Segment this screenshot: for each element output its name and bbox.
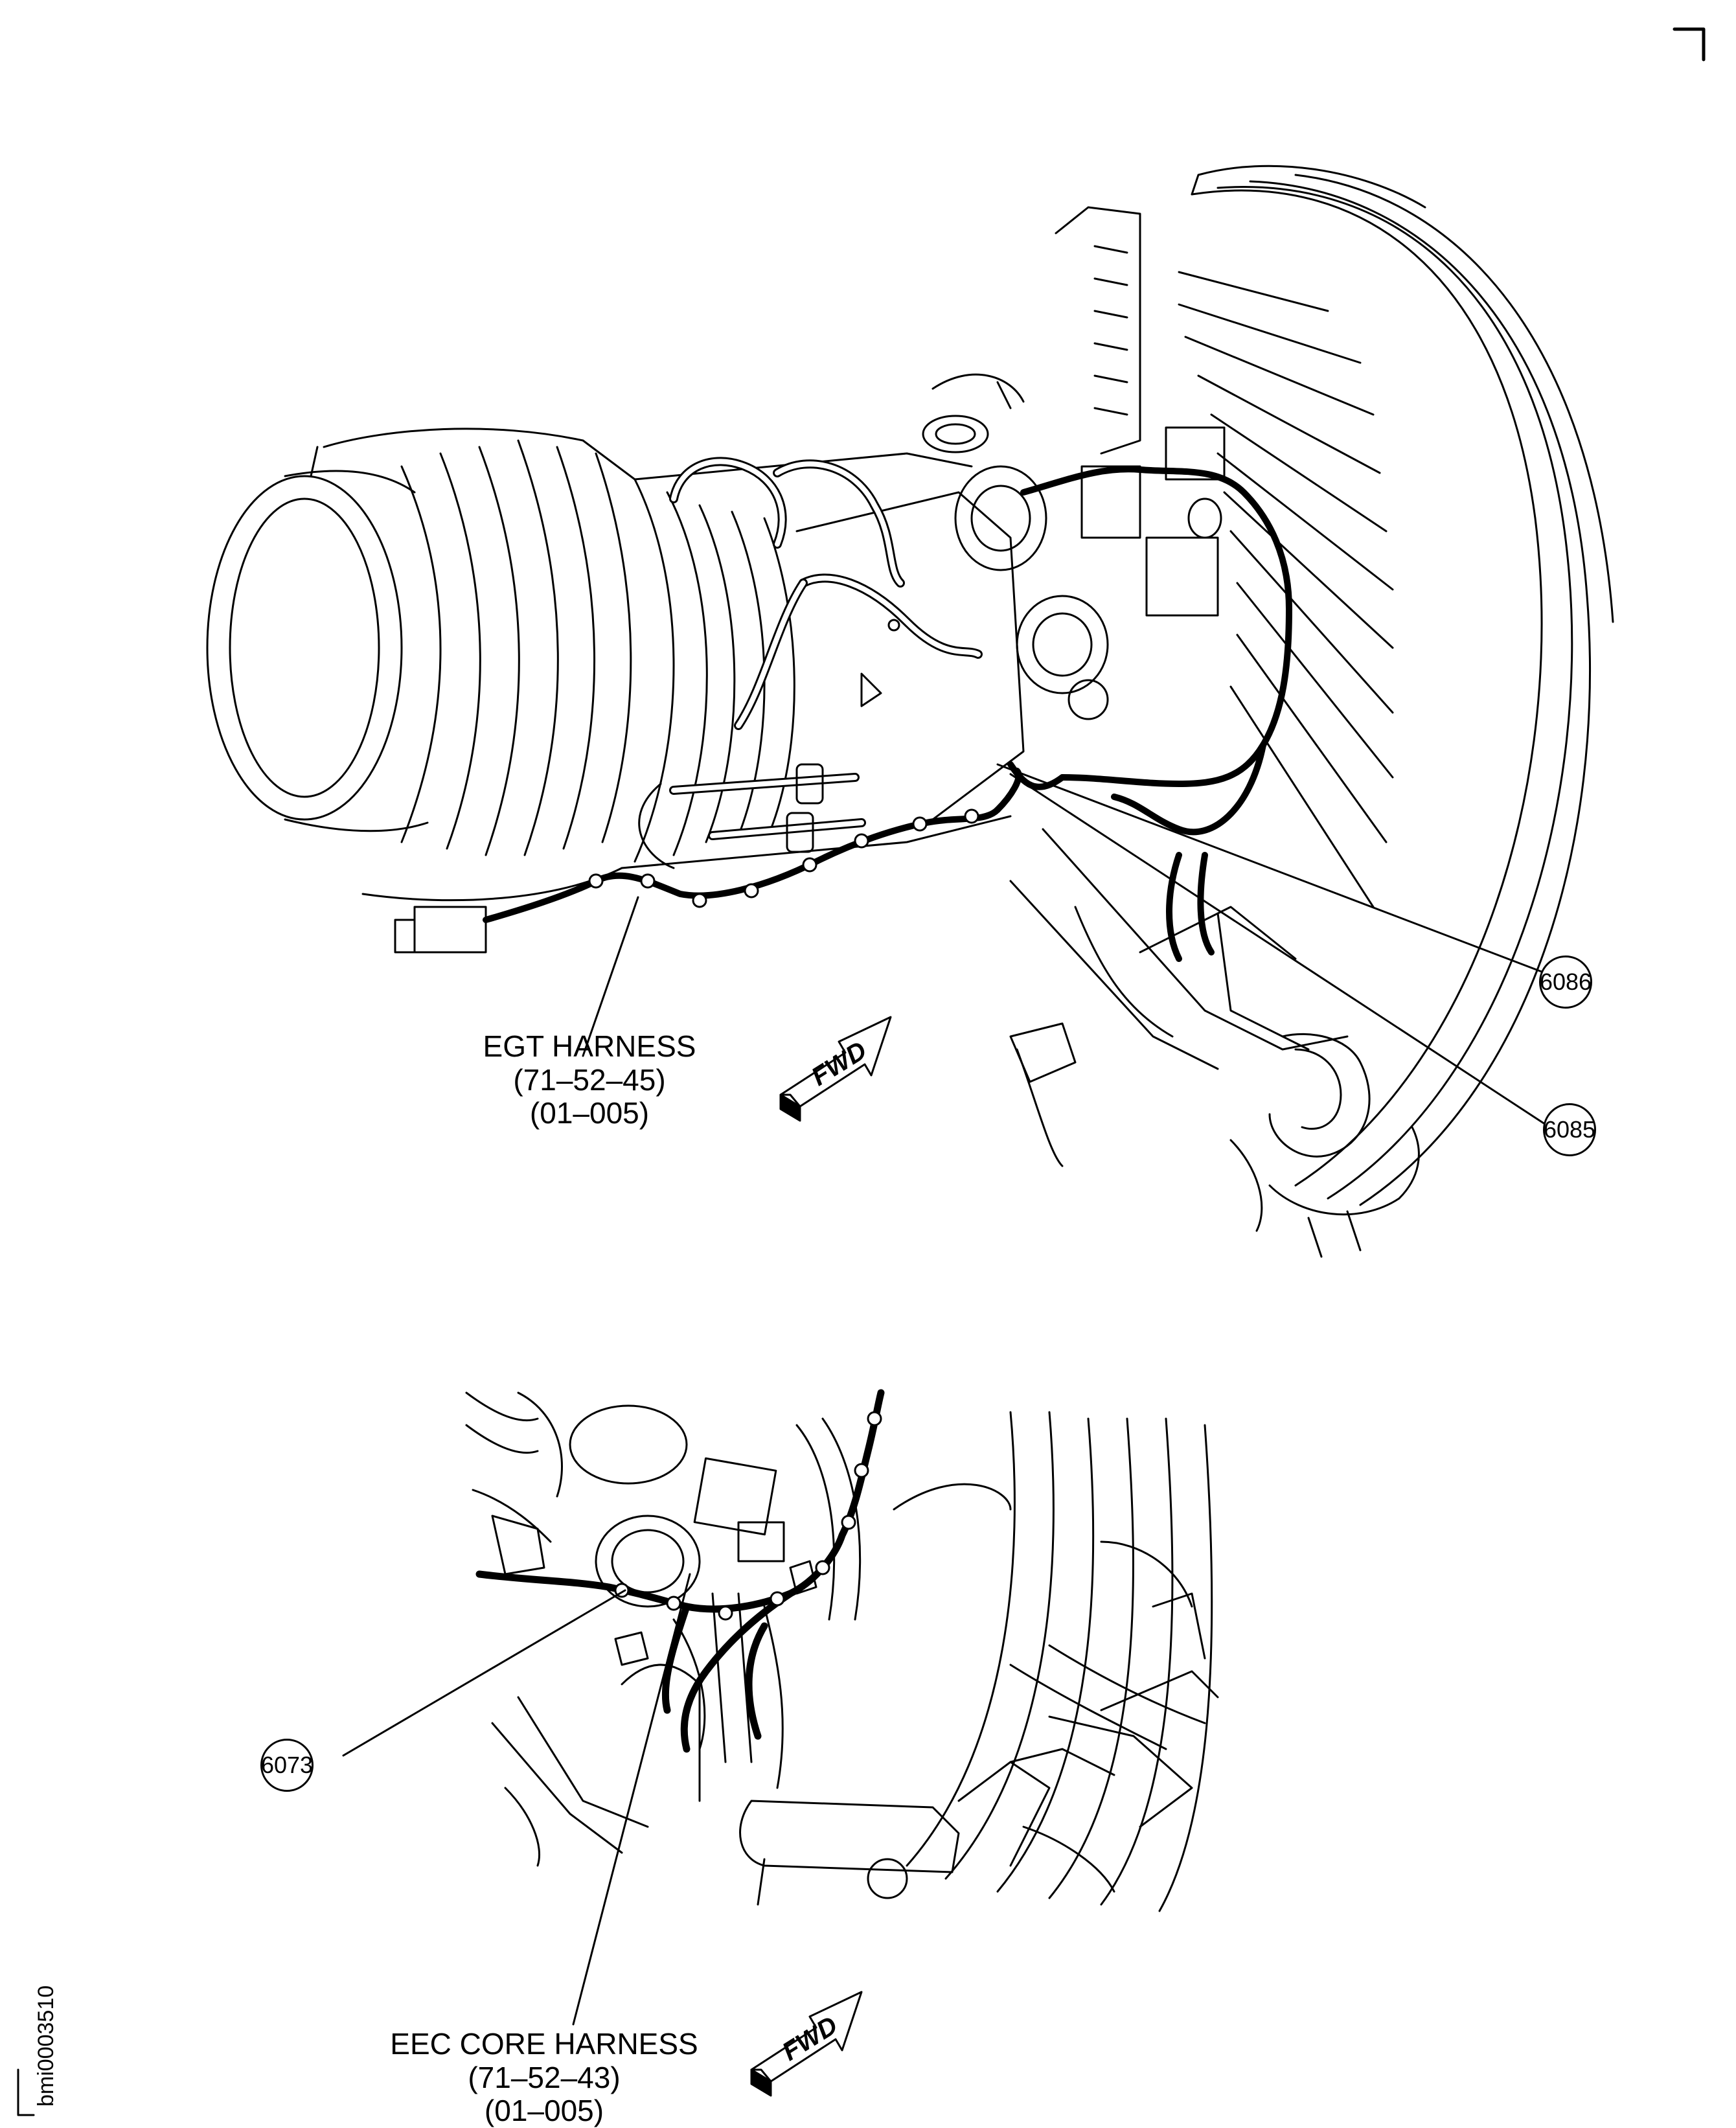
egt-harness-clamps — [588, 808, 979, 908]
bottom-detail-drawing — [465, 1391, 1219, 1912]
egt-harness-ref: (71–52–45) — [513, 1062, 666, 1097]
figure-id: bmi0003510 — [34, 1985, 58, 2107]
bottom-leaders — [342, 1573, 691, 2026]
eec-core-harness-eff: (01–005) — [484, 2094, 604, 2128]
egt-harness-title: EGT HARNESS — [483, 1029, 696, 1063]
callout-6086: 6086 — [1539, 955, 1592, 1009]
top-eec-harness — [1007, 466, 1292, 962]
egt-harness-label: EGT HARNESS (71–52–45) (01–005) — [453, 1029, 725, 1130]
eec-core-harness-ref: (71–52–43) — [468, 2060, 621, 2094]
fwd-arrow-bottom — [750, 1991, 863, 2097]
eec-core-harness-label: EEC CORE HARNESS (71–52–43) (01–005) — [363, 2027, 725, 2128]
eec-core-harness-title: EEC CORE HARNESS — [390, 2027, 698, 2061]
figure-id-tick — [17, 2068, 35, 2116]
corner-mark — [1673, 27, 1706, 62]
callout-6085: 6085 — [1543, 1103, 1596, 1156]
top-leaders — [582, 763, 1556, 1132]
fwd-arrow-top — [779, 1016, 892, 1122]
top-engine-drawing — [206, 165, 1614, 1258]
eec-core-harness — [475, 1389, 885, 1753]
callout-6073: 6073 — [260, 1739, 314, 1792]
egt-harness-eff: (01–005) — [529, 1096, 650, 1130]
